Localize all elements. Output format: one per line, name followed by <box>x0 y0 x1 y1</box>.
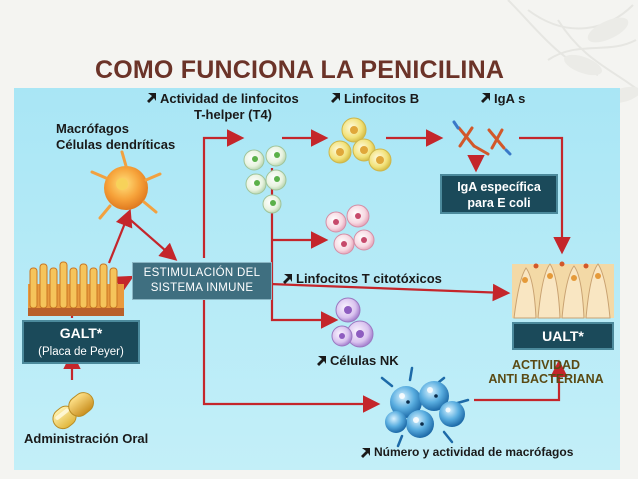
galt-title: GALT* <box>59 325 103 341</box>
dendritic-cells-label: Células dendríticas <box>56 137 176 152</box>
immune-stimulation-line-2: SISTEMA INMUNE <box>150 282 254 294</box>
cytotoxic-t-cells-icon <box>325 204 375 255</box>
activated-macrophages-icon <box>380 366 470 448</box>
diagram-graphics <box>28 93 614 458</box>
antibacterial-line-1: ACTIVIDAD <box>511 358 581 372</box>
macrophages-label: Macrófagos <box>56 121 129 136</box>
antibacterial-activity-label: ACTIVIDAD ANTI BACTERIANA <box>476 358 616 387</box>
ualt-tissue-icon <box>512 261 614 319</box>
nk-cells-label: Células NK <box>330 353 399 368</box>
ualt-box: UALT* <box>512 322 614 350</box>
label-marker-icons <box>147 93 490 458</box>
ualt-title: UALT* <box>542 328 584 344</box>
t-helper-cells-icon <box>243 145 287 214</box>
specific-iga-box: IgA específica para E coli <box>440 174 558 214</box>
galt-box: GALT* (Placa de Peyer) <box>22 320 140 364</box>
antibacterial-line-2: ANTI BACTERIANA <box>488 372 604 387</box>
iga-s-label: IgA s <box>494 91 526 106</box>
capsule-icon <box>52 392 94 430</box>
b-lymphocyte-cells-icon <box>328 117 392 172</box>
iga-antibody-icon <box>452 120 512 156</box>
macrophage-activity-label: Número y actividad de macrófagos <box>374 445 574 459</box>
immune-stimulation-line-1: ESTIMULACIÓN DEL <box>143 267 261 279</box>
th-subtype-label: T-helper (T4) <box>194 107 273 122</box>
cytotoxic-t-label: Linfocitos T citotóxicos <box>296 271 442 286</box>
oral-administration-label: Administración Oral <box>24 431 149 446</box>
nk-cells-icon <box>331 297 374 348</box>
galt-subtitle: (Placa de Peyer) <box>38 346 124 358</box>
macrophage-cell-icon <box>90 150 162 220</box>
th-activity-label: Actividad de linfocitos <box>160 91 299 106</box>
flow-arrows <box>63 129 571 413</box>
slide-title: COMO FUNCIONA LA PENICILINA <box>95 56 505 84</box>
intestinal-villi-icon <box>28 261 124 316</box>
immune-stimulation-box: ESTIMULACIÓN DEL SISTEMA INMUNE <box>132 262 272 300</box>
b-lymphocytes-label: Linfocitos B <box>344 91 420 106</box>
specific-iga-line-1: IgA específica <box>457 180 541 194</box>
specific-iga-line-2: para E coli <box>467 196 531 210</box>
diagram-panel: Macrófagos Células dendríticas Actividad… <box>14 88 620 470</box>
